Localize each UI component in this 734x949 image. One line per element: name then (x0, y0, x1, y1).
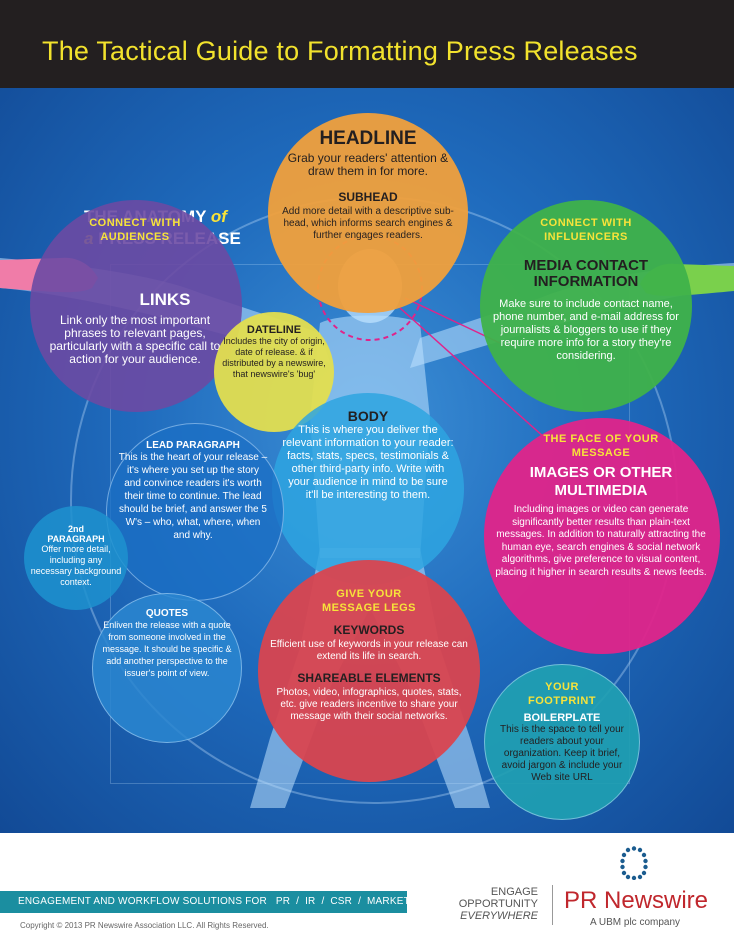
multimedia-title: IMAGES OR OTHER MULTIMEDIA (529, 464, 673, 499)
quotes-section: QUOTES Enliven the release with a quote … (102, 608, 232, 679)
keywords-text: Efficient use of keywords in your releas… (270, 639, 468, 662)
title-bar: The Tactical Guide to Formatting Press R… (0, 0, 734, 88)
media-title: MEDIA CONTACT INFORMATION (523, 257, 649, 290)
footer-solutions: ENGAGEMENT AND WORKFLOW SOLUTIONS FOR PR… (18, 896, 429, 907)
headline-title: HEADLINE (319, 128, 417, 149)
quotes-title: QUOTES (145, 608, 189, 619)
quotes-circle (92, 593, 242, 743)
lead-section: LEAD PARAGRAPH This is the heart of your… (118, 440, 268, 542)
footer-divider (552, 885, 553, 925)
quotes-text: Enliven the release with a quote from so… (102, 620, 232, 678)
boilerplate-text: This is the space to tell your readers a… (500, 724, 624, 783)
multimedia-circle (484, 418, 720, 654)
headline-section: HEADLINE Grab your readers' attention & … (280, 128, 456, 242)
shareable-text: Photos, video, infographics, quotes, sta… (276, 687, 462, 722)
shareable-title: SHAREABLE ELEMENTS (297, 671, 441, 685)
body-circle (272, 393, 464, 585)
links-caption: CONNECT WITH AUDIENCES (89, 217, 181, 243)
dateline-text: Includes the city of origin, date of rel… (222, 336, 326, 379)
dateline-title: DATELINE (246, 324, 302, 336)
media-text: Make sure to include contact name, phone… (493, 298, 679, 362)
headline-circle (268, 113, 468, 313)
links-title: LINKS (139, 290, 191, 309)
boilerplate-title: BOILERPLATE (523, 712, 601, 724)
multimedia-text: Including images or video can generate s… (495, 504, 707, 578)
second-paragraph-section: 2nd PARAGRAPH Offer more detail, includi… (28, 524, 124, 588)
boilerplate-caption: YOUR FOOTPRINT (527, 681, 597, 707)
links-text: Link only the most important phrases to … (49, 313, 221, 366)
boilerplate-section: YOUR FOOTPRINT BOILERPLATE This is the s… (494, 680, 630, 784)
footer-bar: ENGAGEMENT AND WORKFLOW SOLUTIONS FOR PR… (0, 891, 428, 913)
lead-text: This is the heart of your release – it's… (118, 452, 268, 541)
lead-title: LEAD PARAGRAPH (146, 440, 240, 451)
media-contact-circle (480, 200, 692, 412)
links-circle (30, 200, 242, 412)
keywords-caption: GIVE YOUR MESSAGE LEGS (321, 588, 417, 614)
brand-name: PR Newswire (564, 887, 709, 914)
lead-circle (106, 423, 284, 601)
headline-text: Grab your readers' attention & draw them… (287, 151, 449, 178)
media-caption: CONNECT WITH INFLUENCERS (540, 217, 632, 243)
footer-item-pr[interactable]: PR (275, 896, 291, 907)
second-paragraph-title: 2nd PARAGRAPH (47, 524, 105, 544)
body-section: BODY This is where you deliver the relev… (282, 408, 454, 502)
multimedia-section: THE FACE OF YOUR MESSAGE IMAGES OR OTHER… (494, 432, 708, 579)
body-title: BODY (347, 408, 389, 424)
body-text: This is where you deliver the relevant i… (282, 424, 454, 501)
second-paragraph-text: Offer more detail, including any necessa… (30, 544, 122, 587)
pr-newswire-logo-icon (620, 846, 648, 880)
brand-tagline: A UBM plc company (590, 917, 681, 928)
copyright: Copyright © 2013 PR Newswire Association… (20, 921, 269, 930)
multimedia-caption: THE FACE OF YOUR MESSAGE (543, 433, 659, 459)
infographic-canvas: THE ANATOMY of a PRESS RELEASE CONNECT W… (0, 88, 734, 833)
footer-item-ir[interactable]: IR (305, 896, 316, 907)
engage-slogan: ENGAGE OPPORTUNITY EVERYWHERE (458, 886, 538, 922)
subhead-text: Add more detail with a descriptive sub-h… (282, 206, 454, 241)
footer-item-csr[interactable]: CSR (330, 896, 353, 907)
keywords-title: KEYWORDS (333, 623, 405, 637)
dateline-section: DATELINE Includes the city of origin, da… (220, 324, 328, 380)
footer-item-marketing[interactable]: MARKETING (367, 896, 429, 907)
second-paragraph-circle (24, 506, 128, 610)
page-title: The Tactical Guide to Formatting Press R… (42, 36, 638, 66)
boilerplate-circle (484, 664, 640, 820)
media-contact-section: CONNECT WITH INFLUENCERS MEDIA CONTACT I… (488, 216, 684, 363)
keywords-circle (258, 560, 480, 782)
subhead-title: SUBHEAD (338, 190, 398, 204)
keywords-section: GIVE YOUR MESSAGE LEGS KEYWORDS Efficien… (270, 587, 468, 723)
links-section: CONNECT WITH AUDIENCES LINKS Link only t… (40, 216, 230, 366)
